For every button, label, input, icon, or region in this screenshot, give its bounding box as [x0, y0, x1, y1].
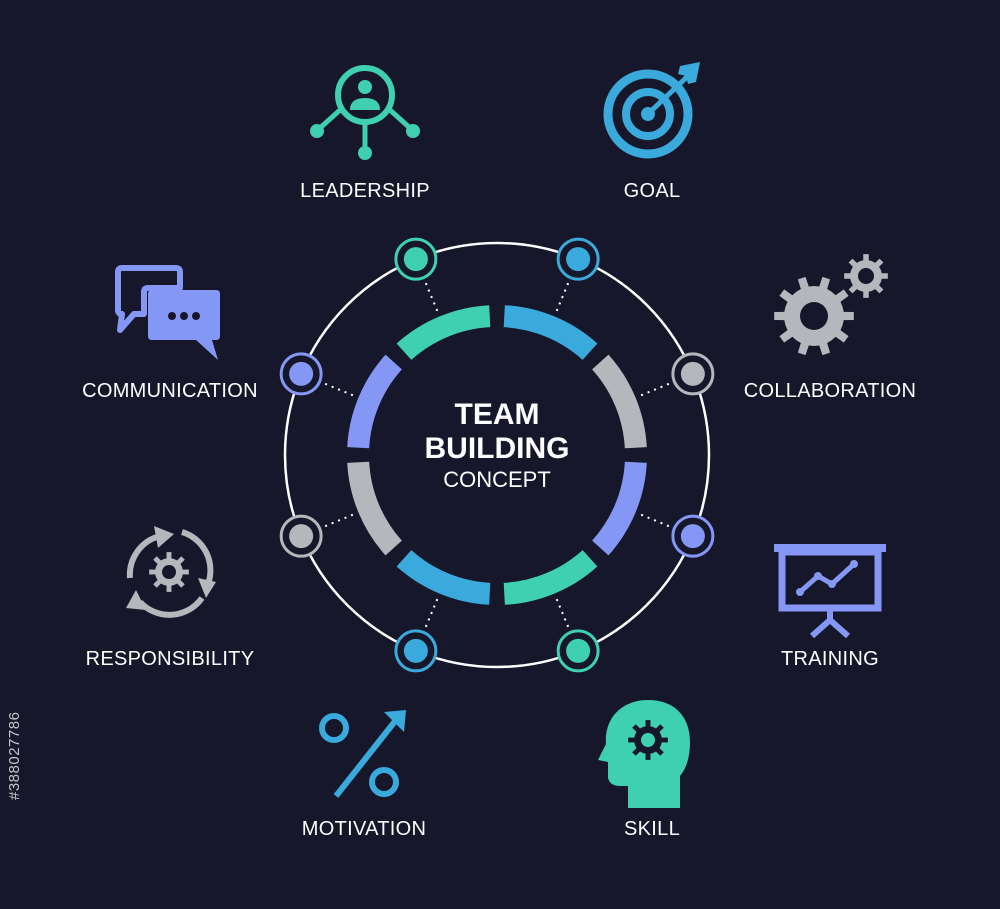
gear-hole [162, 565, 176, 579]
ring-segment [503, 305, 598, 360]
label-goal: GOAL [623, 180, 681, 202]
ring-segment [347, 461, 402, 556]
connector-line [315, 379, 354, 397]
ring-segment [503, 550, 598, 605]
ring-node-dot [289, 361, 314, 386]
connector-line [421, 598, 439, 637]
ring-node-dot [680, 361, 705, 386]
ring-node-dot [566, 247, 591, 272]
chat-bubbles-icon [115, 265, 220, 360]
presentation-chart-icon [774, 544, 886, 639]
ring-segments [347, 305, 647, 605]
connector-line [555, 273, 573, 312]
connector-line [421, 273, 439, 312]
gear-hole [858, 268, 874, 284]
center-title: TEAM BUILDING CONCEPT [425, 398, 570, 494]
label-communication: COMMUNICATION [82, 380, 258, 402]
ring-node-dot [403, 247, 428, 272]
ring-segment [347, 354, 402, 449]
center-title-line2: BUILDING [424, 432, 570, 465]
target-arrow-icon [603, 62, 700, 159]
connector-line [640, 379, 679, 397]
label-motivation: MOTIVATION [301, 818, 427, 840]
connector-line [640, 513, 679, 531]
head-gear-icon [598, 700, 690, 808]
gear-hole [641, 733, 655, 747]
connector-line [315, 513, 354, 531]
ring-segment [592, 461, 647, 556]
cycle-gear-icon [126, 526, 216, 618]
label-leadership: LEADERSHIP [300, 180, 430, 202]
ring-segment [396, 550, 491, 605]
gear-hole [800, 302, 828, 330]
connector-line [555, 598, 573, 637]
leadership-network-icon [310, 65, 420, 160]
ring-segment [396, 305, 491, 360]
center-subtitle: CONCEPT [443, 467, 551, 492]
ring-node-dot [566, 638, 591, 663]
label-skill: SKILL [624, 818, 680, 840]
percent-arrow-icon [319, 710, 406, 798]
label-responsibility: RESPONSIBILITY [85, 648, 255, 670]
label-collaboration: COLLABORATION [743, 380, 917, 402]
ring-node-dot [289, 524, 314, 549]
outer-ring [283, 241, 711, 669]
label-training: TRAINING [781, 648, 879, 670]
gears-icon [774, 254, 888, 356]
ring-segment [592, 354, 647, 449]
ring-node-dot [403, 638, 428, 663]
center-title-line1: TEAM [454, 398, 540, 431]
watermark-id: #388027786 [6, 711, 23, 800]
ring-node-dot [680, 524, 705, 549]
ring-nodes [279, 237, 715, 673]
